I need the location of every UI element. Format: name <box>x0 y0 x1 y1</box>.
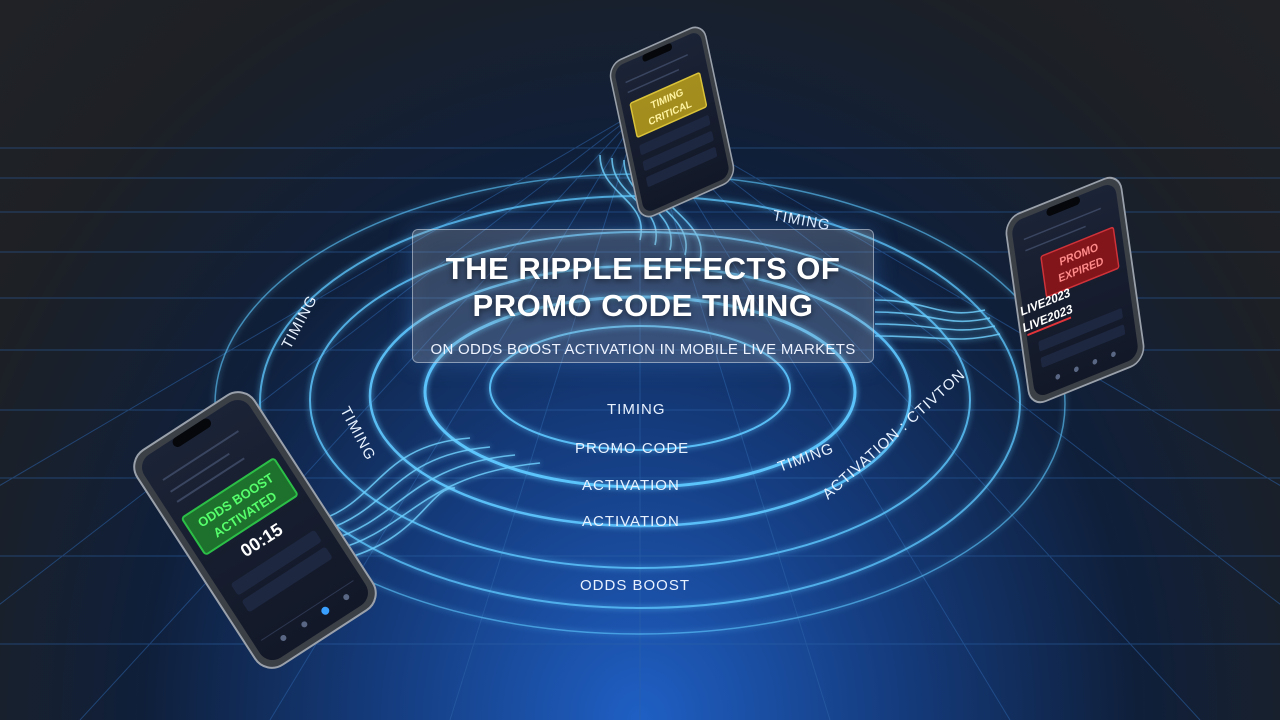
ring-4 <box>309 231 971 569</box>
ring-2 <box>423 295 857 489</box>
odds-boost-banner: ODDS BOOST ACTIVATED <box>181 458 298 555</box>
label-promo-code: PROMO CODE <box>575 440 689 457</box>
page-title: THE RIPPLE EFFECTS OF PROMO CODE TIMING <box>413 250 873 324</box>
label-activation-inner: ACTIVATION <box>582 477 680 494</box>
ring-3 <box>368 264 912 528</box>
timing-critical-banner: TIMING CRITICAL <box>629 72 708 138</box>
title-card: THE RIPPLE EFFECTS OF PROMO CODE TIMING … <box>412 229 874 363</box>
label-odds-boost: ODDS BOOST <box>580 577 690 594</box>
phone-left: ODDS BOOST ACTIVATED 00:15 <box>133 391 377 669</box>
phone-right: PROMO EXPIRED LIVE2023 LIVE2023 <box>1005 176 1145 404</box>
phone-top: TIMING CRITICAL <box>609 26 735 218</box>
promo-expired-banner: PROMO EXPIRED <box>1040 226 1120 298</box>
label-timing-right: TIMING <box>776 440 837 476</box>
label-timing-center: TIMING <box>607 401 666 418</box>
ring-1 <box>489 325 791 451</box>
title-line-2: PROMO CODE TIMING <box>472 288 814 323</box>
label-timing-left-outer: TIMING <box>279 292 321 352</box>
label-activation-outer: ACTIVATION <box>582 513 680 530</box>
title-line-1: THE RIPPLE EFFECTS OF <box>445 251 841 286</box>
connector-lines <box>319 154 1001 561</box>
page-subtitle: ON ODDS BOOST ACTIVATION IN MOBILE LIVE … <box>430 341 856 358</box>
